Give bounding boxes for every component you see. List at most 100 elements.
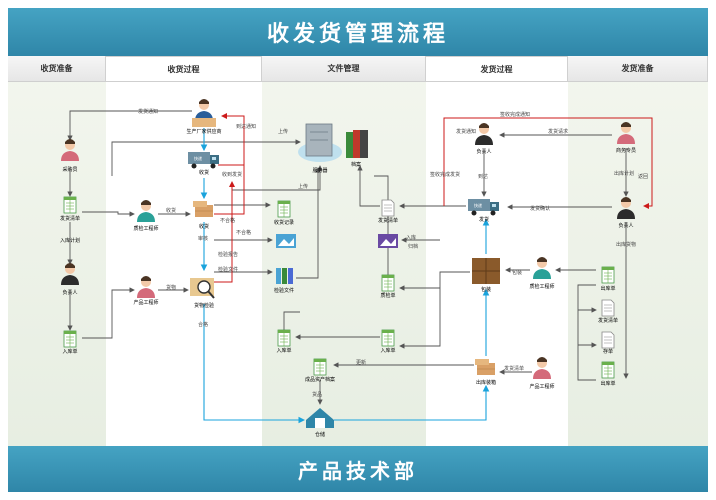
sales-person-icon — [617, 122, 635, 144]
edge-label: 发货通知 — [456, 128, 476, 135]
edge-label: 收到发货 — [222, 171, 242, 178]
lane-header-recv-prep: 收货准备 — [8, 56, 106, 82]
lane-header-ship-process: 发货过程 — [426, 56, 568, 82]
manufacturer-box-icon — [192, 118, 216, 127]
edge-label: 发货请求 — [548, 128, 568, 135]
edge-label: 不合格 — [220, 217, 235, 224]
server-icon — [298, 123, 342, 162]
node-label-stock-records: 成品资产档案 — [305, 376, 335, 383]
edge-label: 返回 — [638, 173, 648, 180]
node-label-truck-recv: 收货 — [199, 169, 209, 176]
lane-header-ship-prep: 发货准备 — [568, 56, 708, 82]
warehouse-slip-sheet-icon — [381, 274, 395, 292]
archive-binders-icon — [346, 130, 368, 158]
edge-label: 货品 — [312, 391, 322, 398]
node-label-prod-eng-right: 产品工程师 — [529, 383, 554, 390]
edge-label: 货物 — [166, 284, 176, 291]
receipt-doc-icon — [601, 331, 615, 349]
ship-manifest-doc-icon — [381, 199, 395, 217]
node-label-buyer: 采购员 — [62, 166, 77, 173]
shipper-person-icon — [617, 197, 635, 219]
lane-ship-process — [426, 56, 568, 446]
buyer-person-icon — [61, 139, 79, 161]
inbound-sheet-icon — [63, 330, 77, 348]
edge-red-ship-loop — [443, 117, 653, 209]
edge-red-truck-up — [218, 113, 245, 166]
red-edges — [214, 113, 653, 283]
node-label-supervisor: 负责人 — [62, 289, 77, 296]
edge-label: 收货 — [166, 207, 176, 214]
node-label-pick-list: 发货清单 — [598, 317, 618, 324]
edge-label: 到达 — [478, 173, 488, 180]
edge-label: 检验文件 — [218, 266, 238, 273]
edge-label: 签收完成通知 — [500, 111, 530, 118]
node-label-crate: 包装 — [481, 286, 491, 293]
edge-label: 更新 — [356, 359, 366, 366]
stock-records-sheet-icon — [313, 358, 327, 376]
node-label-sales: 商务专员 — [616, 147, 636, 154]
edge-label: 包装 — [512, 269, 522, 276]
gray-edges — [67, 110, 629, 405]
ship-mgr-person-icon — [475, 123, 493, 145]
edge-label: 上传 — [278, 128, 288, 135]
edge-label: 发货确认 — [530, 205, 550, 212]
edge-blue-inspect-down — [203, 304, 306, 424]
lane-recv-prep — [8, 56, 106, 446]
edge-label: 到达通知 — [236, 123, 256, 130]
edge-manifest-to-qa — [82, 211, 135, 217]
node-label-rework: 入库单 — [380, 347, 395, 354]
node-label-recv-records: 收货记录 — [274, 219, 294, 226]
outbound-sheet-icon — [601, 361, 615, 379]
crate-icon — [472, 258, 500, 284]
edge-crate-left — [399, 271, 470, 349]
node-label-archive: 档案 — [351, 161, 361, 168]
photo-folder-left-icon — [276, 234, 296, 248]
node-label-unload: 收货 — [199, 223, 209, 230]
inbound-center-sheet-icon — [277, 329, 291, 347]
warehouse-icon — [306, 408, 334, 428]
edge-files-to-server — [296, 167, 321, 279]
qa-left-person-icon — [137, 200, 155, 222]
truck-ship-icon — [468, 199, 499, 216]
node-label-pack: 出库装箱 — [476, 379, 496, 386]
node-label-inbound: 入库单 — [62, 348, 77, 355]
edge-label: 上传 — [298, 183, 308, 190]
edge-slip-up — [374, 175, 389, 278]
node-label-inbound-center: 入库单 — [276, 347, 291, 354]
unload-box-icon — [192, 200, 214, 218]
edge-records-up — [232, 165, 323, 191]
edge-label: 出库计划 — [614, 170, 634, 177]
node-label-stock-plan: 入库计划 — [60, 237, 80, 244]
edge-label: 合格 — [198, 321, 208, 328]
inspect-files-binders-icon — [276, 268, 293, 284]
node-label-outbound: 出库单 — [600, 380, 615, 387]
edge-label: 签收完成发货 — [430, 171, 460, 178]
edge-label: 入库 — [406, 234, 416, 241]
truck-recv-icon — [188, 152, 219, 169]
node-label-receipt: 存单 — [603, 348, 613, 355]
rework-sheet-icon — [381, 329, 395, 347]
lane-recv-process — [106, 56, 262, 446]
node-label-warehouse: 仓储 — [315, 431, 325, 438]
edge-label: 出库货物 — [616, 241, 636, 248]
node-label-server: 服务器 — [312, 167, 327, 174]
manufacturer-person-icon — [195, 99, 213, 121]
edge-inbound-c — [283, 311, 300, 330]
ship-form-sheet-icon — [601, 266, 615, 284]
node-label-qa-right: 质检工程师 — [529, 283, 554, 290]
edge-label: 发货清单 — [504, 365, 524, 372]
prod-eng-right-person-icon — [533, 357, 551, 379]
node-label-warehouse-slip: 质检单 — [380, 292, 395, 299]
edge-label-group: 发货通知 到达通知 上传 上传 收到发货 收货 不合格 不合格 检验报告 检验文… — [138, 108, 648, 398]
node-label-ship-manifest: 发货清单 — [378, 217, 398, 224]
prod-eng-left-person-icon — [137, 276, 155, 298]
node-label-mgr: 负责人 — [476, 148, 491, 155]
edge-shipmanifest-to-server — [357, 165, 380, 207]
edge-label: 检验报告 — [218, 251, 238, 258]
node-label-qa-left: 质检工程师 — [133, 225, 158, 232]
inspect-magnifier-icon — [190, 278, 215, 299]
footer-banner: 产品技术部 — [8, 446, 708, 492]
node-label-manifest: 发货清单 — [60, 215, 80, 222]
blue-edges — [200, 128, 490, 424]
